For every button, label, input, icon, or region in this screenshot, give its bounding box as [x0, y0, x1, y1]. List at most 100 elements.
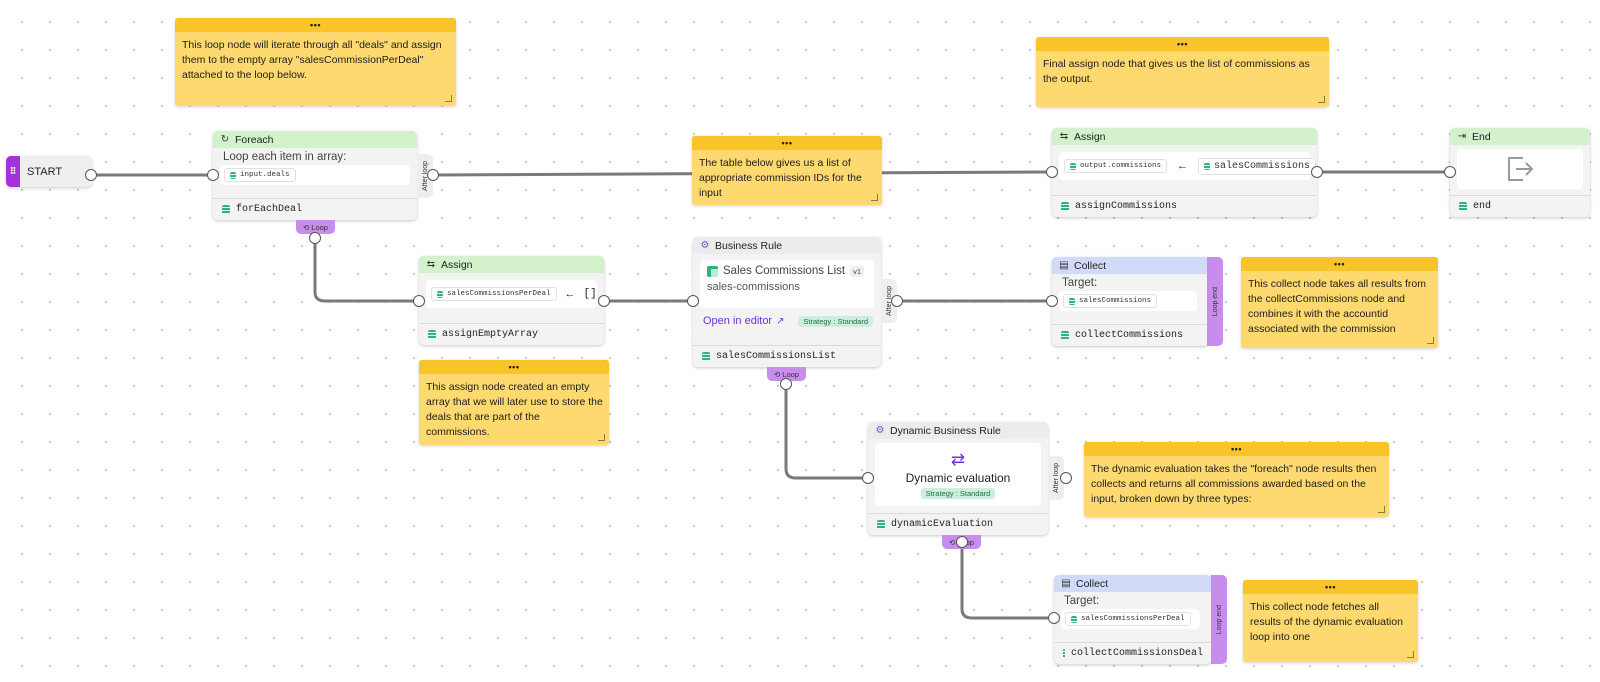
resize-handle-icon[interactable] [1318, 96, 1325, 103]
loop-icon: ⟲ [303, 222, 310, 232]
node-title: Assign [1074, 130, 1106, 143]
node-header: ⇆ Assign [419, 256, 604, 273]
resize-handle-icon[interactable] [1407, 651, 1414, 658]
end-body [1457, 149, 1583, 189]
database-icon [230, 171, 236, 179]
note-menu-icon[interactable]: ••• [1036, 37, 1329, 51]
note-collect[interactable]: ••• This collect node takes all results … [1241, 257, 1438, 348]
node-header: ▤ Collect [1054, 575, 1212, 592]
node-footer: dynamicEvaluation [868, 513, 1048, 535]
external-link-icon: ↗ [776, 315, 785, 327]
note-loop[interactable]: ••• This loop node will iterate through … [175, 18, 456, 106]
loop-label: Loop [311, 222, 328, 232]
note-text: This assign node created an empty array … [426, 381, 603, 438]
assign-empty-output-port[interactable] [598, 295, 610, 307]
collect-commissions-node[interactable]: ▤ Collect Target: salesCommissions colle… [1052, 257, 1209, 346]
strategy-badge: Strategy : Standard [798, 315, 873, 327]
chip-text: input.deals [240, 171, 290, 179]
start-output-port[interactable] [85, 169, 97, 181]
dynamic-evaluation-card[interactable]: ⇄ Dynamic evaluation Strategy : Standard [875, 443, 1041, 506]
assign-commissions-node[interactable]: ⇆ Assign output.commissions ← salesCommi… [1052, 128, 1317, 217]
dynamic-input-port[interactable] [862, 472, 874, 484]
foreach-input-port[interactable] [207, 169, 219, 181]
assign-expression[interactable]: salesCommissionsPerDeal ← [] [426, 280, 597, 308]
business-rule-loop-port[interactable] [780, 378, 792, 390]
assign-input-port[interactable] [1046, 166, 1058, 178]
target-chip[interactable]: salesCommissionsPerDeal [431, 287, 557, 301]
note-menu-icon[interactable]: ••• [1084, 442, 1389, 456]
note-assign-empty[interactable]: ••• This assign node created an empty ar… [419, 360, 609, 445]
collect-target-field[interactable]: salesCommissions [1059, 291, 1197, 311]
node-header: ↻ Foreach [213, 131, 417, 148]
variable-chip[interactable]: salesCommissions [1063, 294, 1158, 308]
foreach-label: Loop each item in array: [223, 151, 347, 163]
after-loop-tab: After loop [1048, 456, 1064, 500]
dynamic-label: Dynamic evaluation [905, 470, 1011, 485]
node-title: Business Rule [715, 239, 783, 252]
resize-handle-icon[interactable] [871, 194, 878, 201]
collect-input-port[interactable] [1046, 295, 1058, 307]
loop-icon: ↻ [220, 134, 230, 145]
target-chip[interactable]: output.commissions [1064, 159, 1168, 173]
note-table[interactable]: ••• The table below gives us a list of a… [692, 136, 882, 205]
note-dynamic[interactable]: ••• The dynamic evaluation takes the "fo… [1084, 442, 1389, 517]
variable-chip[interactable]: input.deals [224, 168, 296, 182]
exit-icon: ⇥ [1457, 131, 1467, 142]
note-menu-icon[interactable]: ••• [692, 136, 882, 150]
source-chip[interactable]: salesCommissions [1198, 157, 1317, 175]
loop-end-tab: Loop end [1211, 575, 1227, 664]
dynamic-business-rule-node[interactable]: ⚙ Dynamic Business Rule ⇄ Dynamic evalua… [868, 422, 1048, 535]
assign-output-port[interactable] [1311, 166, 1323, 178]
loop-end-tab: Loop end [1207, 257, 1223, 346]
note-collect-deal[interactable]: ••• This collect node fetches all result… [1243, 580, 1418, 662]
database-icon [428, 330, 436, 339]
collect-commissions-deal-node[interactable]: ▤ Collect Target: salesCommissionsPerDea… [1054, 575, 1212, 664]
note-text: Final assign node that gives us the list… [1043, 58, 1310, 85]
dynamic-loop-port[interactable] [956, 536, 968, 548]
collect-target-field[interactable]: salesCommissionsPerDeal [1061, 609, 1200, 629]
resize-handle-icon[interactable] [598, 434, 605, 441]
resize-handle-icon[interactable] [445, 95, 452, 102]
assign-empty-array-node[interactable]: ⇆ Assign salesCommissionsPerDeal ← [] as… [419, 256, 604, 345]
business-rule-after-loop-port[interactable] [891, 295, 903, 307]
node-footer: collectCommissionsDeal [1054, 642, 1212, 664]
note-final[interactable]: ••• Final assign node that gives us the … [1036, 37, 1329, 107]
after-loop-tab: After loop [417, 154, 433, 198]
loop-end-label: Loop end [1211, 286, 1219, 317]
start-node[interactable]: ⠿ START [6, 156, 92, 187]
collect-deal-input-port[interactable] [1048, 612, 1060, 624]
open-in-editor-link[interactable]: Open in editor ↗ [703, 315, 785, 327]
collect-icon: ▤ [1059, 260, 1069, 271]
resize-handle-icon[interactable] [1378, 506, 1385, 513]
foreach-array-field[interactable]: input.deals [220, 165, 410, 185]
node-id: end [1473, 201, 1492, 212]
assign-expression[interactable]: output.commissions ← salesCommissions [1059, 152, 1317, 180]
rule-table-card[interactable]: Sales Commissions List v1 sales-commissi… [700, 260, 874, 308]
node-id: collectCommissions [1075, 330, 1184, 341]
note-menu-icon[interactable]: ••• [175, 18, 456, 32]
node-footer: forEachDeal [213, 198, 417, 220]
note-text: The table below gives us a list of appro… [699, 157, 862, 199]
variable-chip[interactable]: salesCommissionsPerDeal [1065, 612, 1191, 626]
end-node[interactable]: ⇥ End end [1450, 128, 1590, 217]
dynamic-after-loop-port[interactable] [1060, 472, 1072, 484]
database-icon [1070, 162, 1076, 170]
foreach-loop-port[interactable] [309, 232, 321, 244]
node-id: assignCommissions [1075, 201, 1178, 212]
foreach-node[interactable]: ↻ Foreach Loop each item in array: input… [213, 131, 417, 220]
note-menu-icon[interactable]: ••• [1241, 257, 1438, 271]
note-menu-icon[interactable]: ••• [1243, 580, 1418, 594]
rule-icon: ⚙ [700, 240, 710, 251]
foreach-after-loop-port[interactable] [427, 169, 439, 181]
database-icon [1061, 202, 1069, 211]
end-input-port[interactable] [1444, 166, 1456, 178]
table-name: Sales Commissions List [723, 265, 846, 277]
note-menu-icon[interactable]: ••• [419, 360, 609, 374]
business-rule-node[interactable]: ⚙ Business Rule Sales Commissions List v… [693, 237, 881, 367]
node-id: salesCommissionsList [716, 351, 837, 362]
assign-empty-input-port[interactable] [413, 295, 425, 307]
start-label: START [27, 165, 63, 178]
business-rule-input-port[interactable] [687, 295, 699, 307]
resize-handle-icon[interactable] [1427, 337, 1434, 344]
grip-dots-icon[interactable]: ⠿ [6, 156, 20, 187]
